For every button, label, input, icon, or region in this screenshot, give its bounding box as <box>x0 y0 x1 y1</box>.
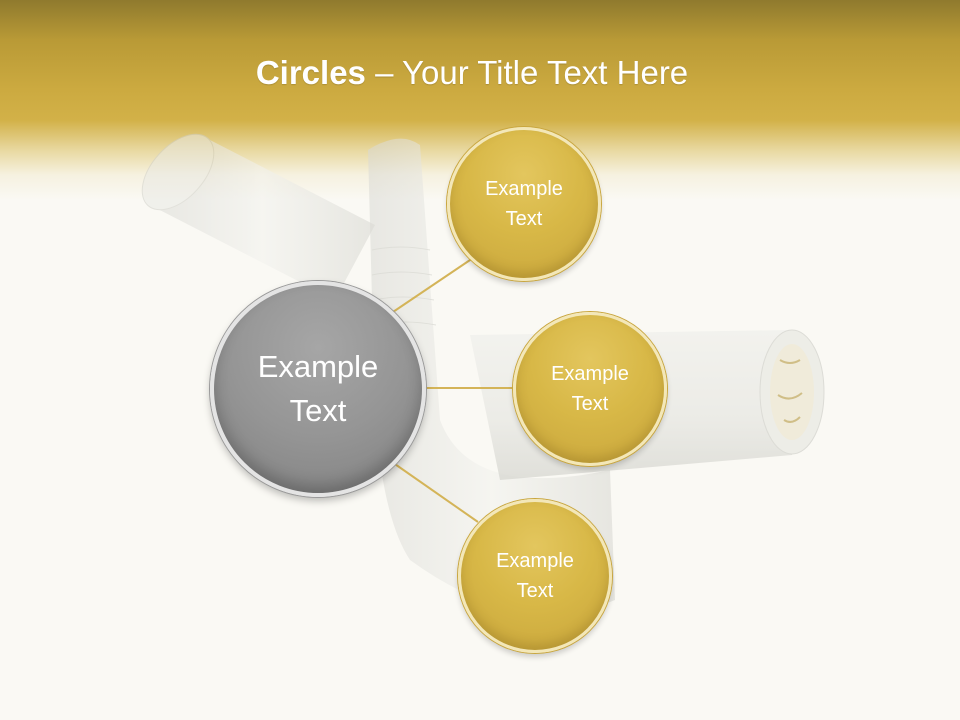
center-circle: Example Text <box>210 281 426 497</box>
center-circle-label: Example Text <box>258 345 379 433</box>
center-line1: Example <box>257 349 379 384</box>
node-circle-2: Example Text <box>513 312 667 466</box>
node-3-line2: Text <box>516 580 554 602</box>
node-1-line2: Text <box>505 208 543 230</box>
slide-title: Circles – Your Title Text Here <box>0 54 944 92</box>
node-2-label: Example Text <box>551 359 629 419</box>
node-2-line1: Example <box>551 363 629 385</box>
node-3-line1: Example <box>496 550 574 572</box>
node-2-line2: Text <box>571 393 609 415</box>
node-1-line1: Example <box>485 178 563 200</box>
center-line2: Text <box>289 393 347 428</box>
connector-to-node-3 <box>391 461 479 523</box>
node-circle-3: Example Text <box>458 499 612 653</box>
title-bold: Circles <box>255 54 366 91</box>
node-3-label: Example Text <box>496 546 574 606</box>
node-1-label: Example Text <box>485 174 563 234</box>
connector-to-node-1 <box>389 255 477 315</box>
node-circle-1: Example Text <box>447 127 601 281</box>
title-rest: – Your Title Text Here <box>365 54 689 91</box>
